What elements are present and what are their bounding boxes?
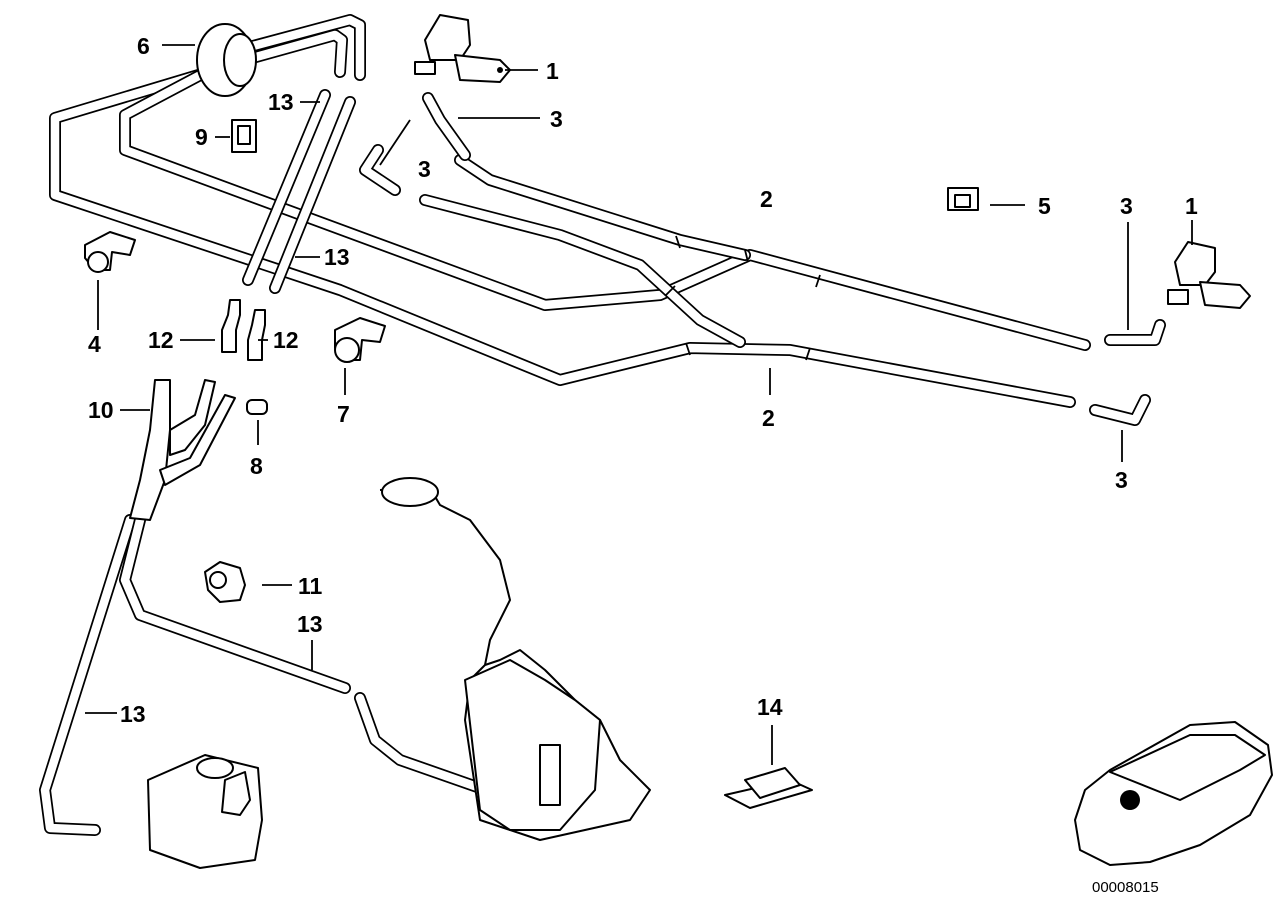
callout-labels: 1 1 2 2 3 3 3 3 4 5 6 7 8 9 10 11 12 12 … [88,33,1198,727]
clip-part-8 [246,399,268,415]
drawing-reference-number: 00008015 [1092,879,1159,896]
callout-3-right-bottom: 3 [1115,467,1128,493]
callout-14: 14 [757,694,783,720]
hose-lines [39,14,1166,836]
callout-3-top: 3 [550,106,563,132]
clip-part-5 [947,187,979,211]
callout-13-left: 13 [120,701,146,727]
leader-lines [85,44,1193,765]
check-valve-part-right [1167,241,1251,309]
callout-12-right: 12 [273,327,299,353]
clip-part-14 [724,767,813,809]
callout-13-top: 13 [268,89,294,115]
connector-part-12 [221,299,266,361]
callout-7: 7 [337,401,350,427]
callout-5: 5 [1038,193,1051,219]
callout-8: 8 [250,453,263,479]
callout-4: 4 [88,331,101,357]
callout-1-right: 1 [1185,193,1198,219]
callout-3-left: 3 [418,156,431,182]
washer-tank-part [379,477,651,841]
callout-2-top: 2 [760,186,773,212]
holder-part-4 [84,231,136,273]
check-valve-part-top [414,14,511,83]
reservoir-part [147,754,263,869]
callout-13-tank: 13 [297,611,323,637]
callout-2-bottom: 2 [762,405,775,431]
callout-3-right-top: 3 [1120,193,1133,219]
car-locator-icon [1074,721,1273,866]
callout-12-left: 12 [148,327,174,353]
nozzle-part-10 [129,379,236,521]
callout-9: 9 [195,124,208,150]
grommet-part [196,23,257,97]
clip-part-9 [231,119,257,153]
callout-11: 11 [298,573,323,599]
holder-part-7 [334,317,386,363]
callout-13-middle: 13 [324,244,350,270]
callout-10: 10 [88,397,114,423]
callout-1-top: 1 [546,58,559,84]
clip-part-11 [204,561,246,603]
callout-6: 6 [137,33,150,59]
